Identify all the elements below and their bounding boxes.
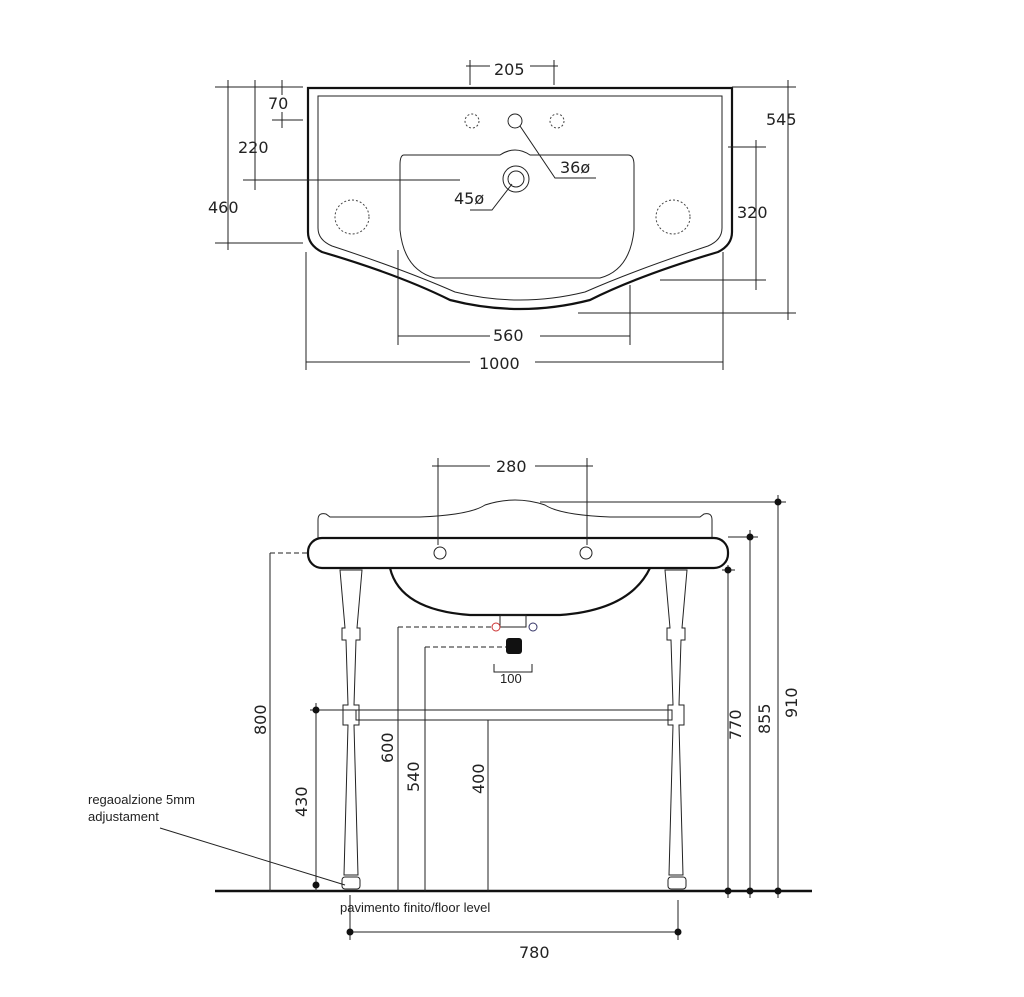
dim-leg-spacing: 780 — [519, 943, 550, 962]
basin-inner-rim — [317, 95, 723, 301]
dim-rim-height: 770 — [726, 709, 745, 740]
tap-hole-center — [507, 113, 523, 129]
waste-outlet — [499, 614, 527, 628]
soap-dish-left — [334, 199, 370, 235]
dim-hole-spacing: 280 — [496, 457, 527, 476]
front-dimension-lines — [159, 458, 786, 940]
dim-total-depth: 545 — [766, 110, 797, 129]
dim-drain-from-edge: 220 — [238, 138, 269, 157]
leg-left — [339, 569, 363, 876]
dim-shelf-height: 430 — [292, 786, 311, 817]
foot-right — [667, 876, 687, 890]
soap-dish-right — [655, 199, 691, 235]
bowl-outline — [399, 149, 635, 279]
foot-left — [341, 876, 361, 890]
basin-front-band — [306, 536, 730, 570]
towel-bar — [355, 709, 673, 721]
tap-hole-right — [549, 113, 565, 129]
dim-overflow-height: 800 — [251, 704, 270, 735]
dim-tap-from-edge: 70 — [268, 94, 288, 113]
waste-trap — [506, 638, 522, 654]
cold-valve-icon — [528, 622, 538, 632]
drain-hole — [502, 165, 530, 193]
floor-level-label: pavimento finito/floor level — [340, 900, 490, 915]
dim-top-height: 855 — [755, 703, 774, 734]
overflow-hole-right — [579, 546, 593, 560]
dim-waste-width: 100 — [500, 671, 522, 686]
top-view: 205 70 220 460 36ø 45ø 545 320 560 1000 — [208, 60, 797, 373]
adjustment-note-line2: adjustament — [88, 809, 159, 824]
dim-total-width: 1000 — [479, 354, 520, 373]
basin-outline — [306, 86, 734, 311]
drain-hole-inner — [507, 170, 525, 188]
dimension-lines — [215, 60, 796, 370]
dimension-dots — [312, 498, 782, 936]
dim-supply-height: 600 — [378, 732, 397, 763]
adjustment-note-line1: regaoalzione 5mm — [88, 792, 195, 807]
dim-tap-spacing: 205 — [494, 60, 525, 79]
dim-waste-height: 540 — [404, 761, 423, 792]
dashed-lines — [270, 552, 506, 648]
dim-tap-hole: 36ø — [560, 158, 590, 177]
leg-right — [664, 569, 688, 876]
dim-trap-height: 400 — [469, 763, 488, 794]
overflow-hole-left — [433, 546, 447, 560]
tap-hole-left — [464, 113, 480, 129]
basin-bowl-profile — [388, 567, 651, 617]
dim-bowl-depth: 320 — [737, 203, 768, 222]
basin-top-profile — [317, 499, 713, 538]
dim-side-depth: 460 — [208, 198, 239, 217]
front-view: 280 100 800 600 540 400 430 770 855 910 … — [88, 457, 812, 962]
hot-valve-icon — [491, 622, 501, 632]
dim-drain-hole: 45ø — [454, 189, 484, 208]
dim-overall-height: 910 — [782, 687, 801, 718]
dim-bowl-width: 560 — [493, 326, 524, 345]
